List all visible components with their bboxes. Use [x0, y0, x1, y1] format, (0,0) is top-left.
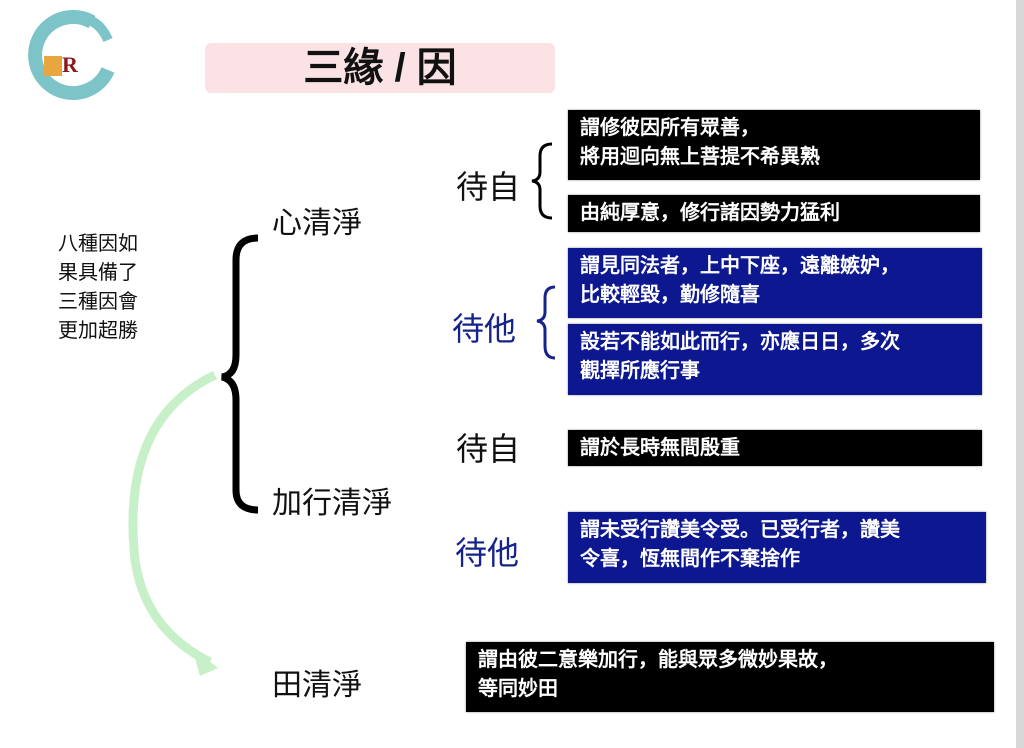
description-box: 由純厚意，修行諸因勢力猛利 [568, 195, 980, 232]
box-line: 將用迴向無上菩提不希異熟 [580, 146, 820, 168]
box-line: 由純厚意，修行諸因勢力猛利 [580, 202, 840, 224]
box-line: 等同妙田 [478, 678, 558, 700]
label-other-1: 待他 [452, 311, 517, 347]
side-note-line: 果具備了 [58, 262, 138, 284]
window-edge [1016, 0, 1024, 748]
category-field: 田清淨 [272, 669, 362, 702]
box-line: 令喜，恆無間作不棄捨作 [580, 548, 800, 570]
box-line: 設若不能如此而行，亦應日日，多次 [580, 331, 900, 353]
page-title: 三緣 / 因 [303, 46, 457, 90]
side-note: 八種因如 果具備了 三種因會 更加超勝 [58, 230, 138, 346]
description-box: 謂由彼二意樂加行，能與眾多微妙果故， 等同妙田 [466, 642, 994, 712]
side-note-line: 八種因如 [58, 233, 138, 255]
description-box: 設若不能如此而行，亦應日日，多次 觀擇所應行事 [568, 324, 982, 395]
category-mind: 心清淨 [272, 207, 362, 240]
label-self-2: 待自 [456, 431, 521, 467]
box-line: 謂見同法者，上中下座，遠離嫉妒， [580, 255, 900, 277]
description-box: 謂於長時無間殷重 [568, 430, 982, 466]
box-line: 謂由彼二意樂加行，能與眾多微妙果故， [478, 649, 838, 671]
category-practice: 加行清淨 [272, 487, 392, 520]
description-box: 謂見同法者，上中下座，遠離嫉妒， 比較輕毀，勤修隨喜 [568, 248, 982, 318]
logo-icon [28, 9, 115, 100]
brace-self-1-icon [531, 142, 553, 220]
box-line: 謂修彼因所有眾善， [580, 117, 760, 139]
box-line: 謂未受行讚美令受。已受行者，讚美 [580, 519, 900, 541]
brace-other-1-icon [536, 285, 556, 360]
box-line: 比較輕毀，勤修隨喜 [580, 284, 760, 306]
description-box: 謂修彼因所有眾善， 將用迴向無上菩提不希異熟 [568, 110, 980, 180]
box-line: 觀擇所應行事 [580, 360, 700, 382]
description-box: 謂未受行讚美令受。已受行者，讚美 令喜，恆無間作不棄捨作 [568, 512, 986, 583]
green-arrow-icon [128, 370, 217, 667]
title-background [205, 43, 555, 93]
side-note-line: 更加超勝 [58, 320, 138, 342]
green-arrowhead-icon [192, 648, 218, 676]
side-note-line: 三種因會 [58, 291, 138, 313]
box-line: 謂於長時無間殷重 [580, 437, 740, 459]
big-brace-icon [220, 234, 259, 514]
logo-letter: R [62, 52, 78, 77]
label-self-1: 待自 [456, 169, 521, 205]
label-other-2: 待他 [455, 535, 520, 571]
